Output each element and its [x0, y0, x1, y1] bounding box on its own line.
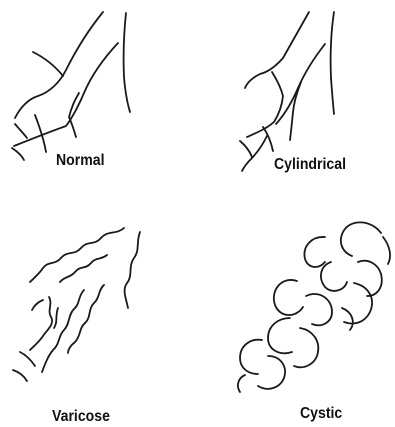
normal-airway-drawing	[12, 12, 130, 160]
label-varicose: Varicose	[52, 408, 110, 426]
label-cystic: Cystic	[300, 405, 342, 423]
cystic-airway-drawing	[238, 222, 390, 392]
label-normal: Normal	[56, 152, 105, 170]
varicose-airway-drawing	[13, 228, 140, 381]
label-cylindrical: Cylindrical	[274, 156, 346, 174]
cylindrical-airway-drawing	[240, 12, 334, 171]
